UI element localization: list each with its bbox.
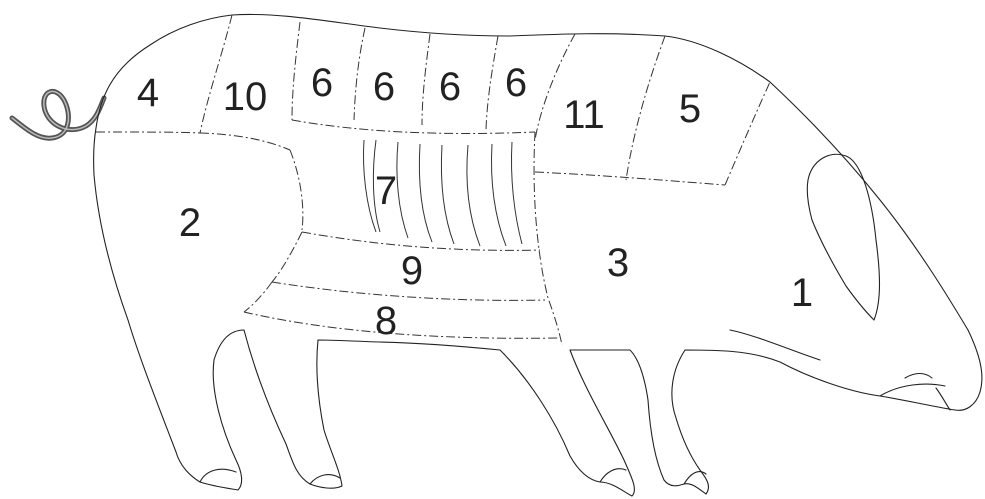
cut-lines [95,14,771,346]
region-9-label: 9 [401,249,423,293]
jaw-line [729,329,821,361]
region-1-label: 1 [791,271,813,315]
ear-outline [806,153,881,321]
region-10-label: 10 [223,75,268,119]
region-6b-label: 6 [373,65,395,109]
region-2-label: 2 [179,201,201,245]
pig-outline [93,13,983,497]
region-5-label: 5 [679,87,701,131]
region-labels: 4 10 6 6 6 6 11 5 7 2 9 3 8 1 [137,61,813,343]
front-hoof [599,468,707,485]
snout-outline [879,372,951,411]
region-11-label: 11 [563,93,605,137]
tail-icon [9,89,107,141]
region-7-label: 7 [375,169,397,213]
rear-hoof [199,468,341,485]
region-6c-label: 6 [439,65,461,109]
region-8-label: 8 [375,299,397,343]
region-3-label: 3 [607,241,629,285]
region-4-label: 4 [137,71,159,115]
region-6d-label: 6 [505,61,527,105]
region-6a-label: 6 [311,61,333,105]
rib-lines [363,139,523,247]
